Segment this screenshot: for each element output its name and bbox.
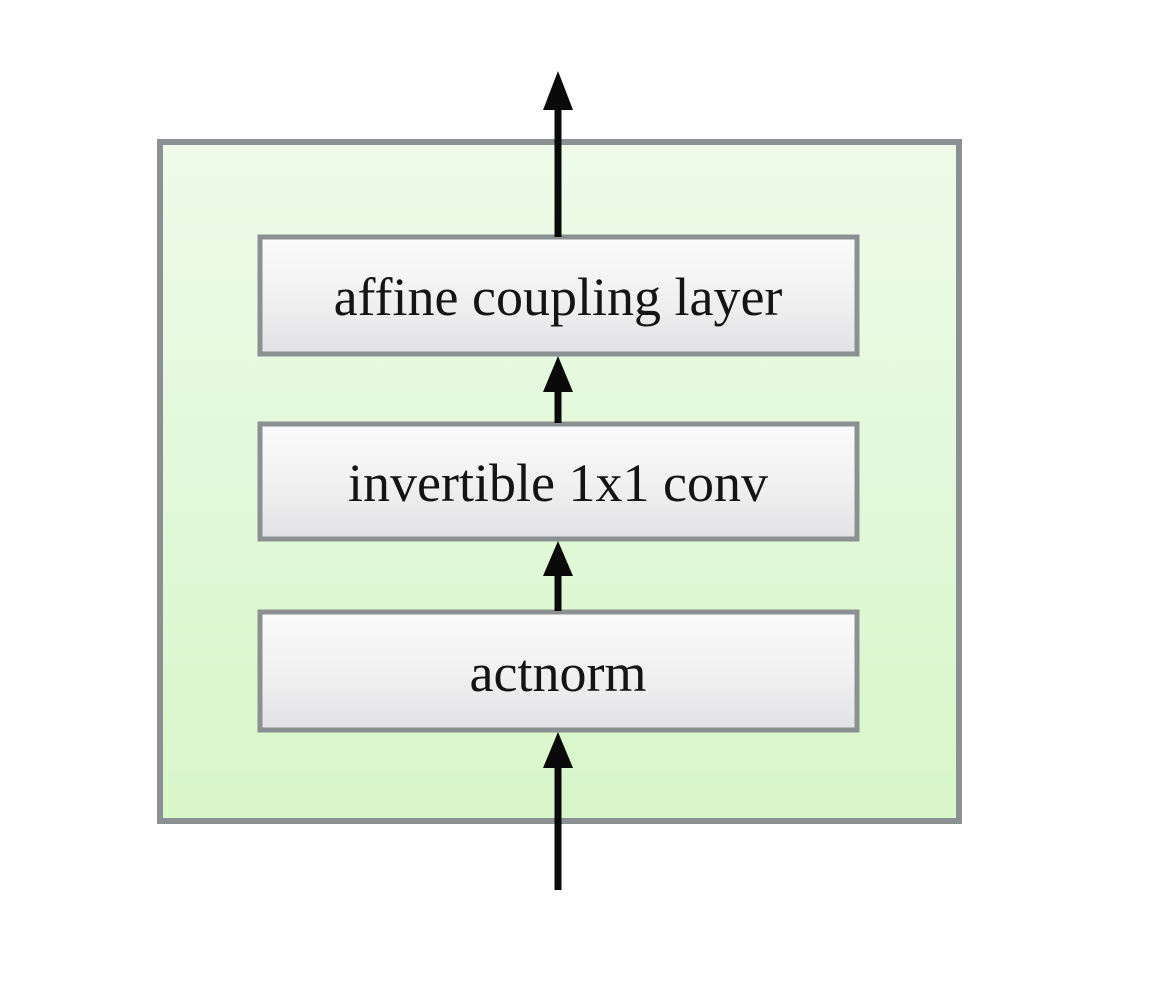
node-actnorm-box xyxy=(257,609,860,733)
node-affine-coupling-layer: affine coupling layer xyxy=(257,234,860,357)
arrow-invertible-to-affine xyxy=(543,356,573,423)
arrow-affine-to-output xyxy=(543,71,573,237)
node-actnorm-label: actnorm xyxy=(470,643,647,703)
arrow-actnorm-to-invertible xyxy=(543,541,573,611)
arrow-head-up-icon xyxy=(543,71,573,110)
arrow-head-up-icon xyxy=(543,732,573,768)
node-actnorm: actnorm xyxy=(257,609,860,733)
node-affine-coupling-layer-label: affine coupling layer xyxy=(334,267,783,327)
arrow-head-up-icon xyxy=(543,541,573,576)
node-affine-coupling-layer-box xyxy=(257,234,860,357)
node-invertible-1x1-conv: invertible 1x1 conv xyxy=(257,421,860,542)
arrow-input-to-actnorm xyxy=(543,732,573,890)
node-invertible-1x1-conv-label: invertible 1x1 conv xyxy=(348,453,768,513)
node-invertible-1x1-conv-box xyxy=(257,421,860,542)
arrow-head-up-icon xyxy=(543,356,573,392)
